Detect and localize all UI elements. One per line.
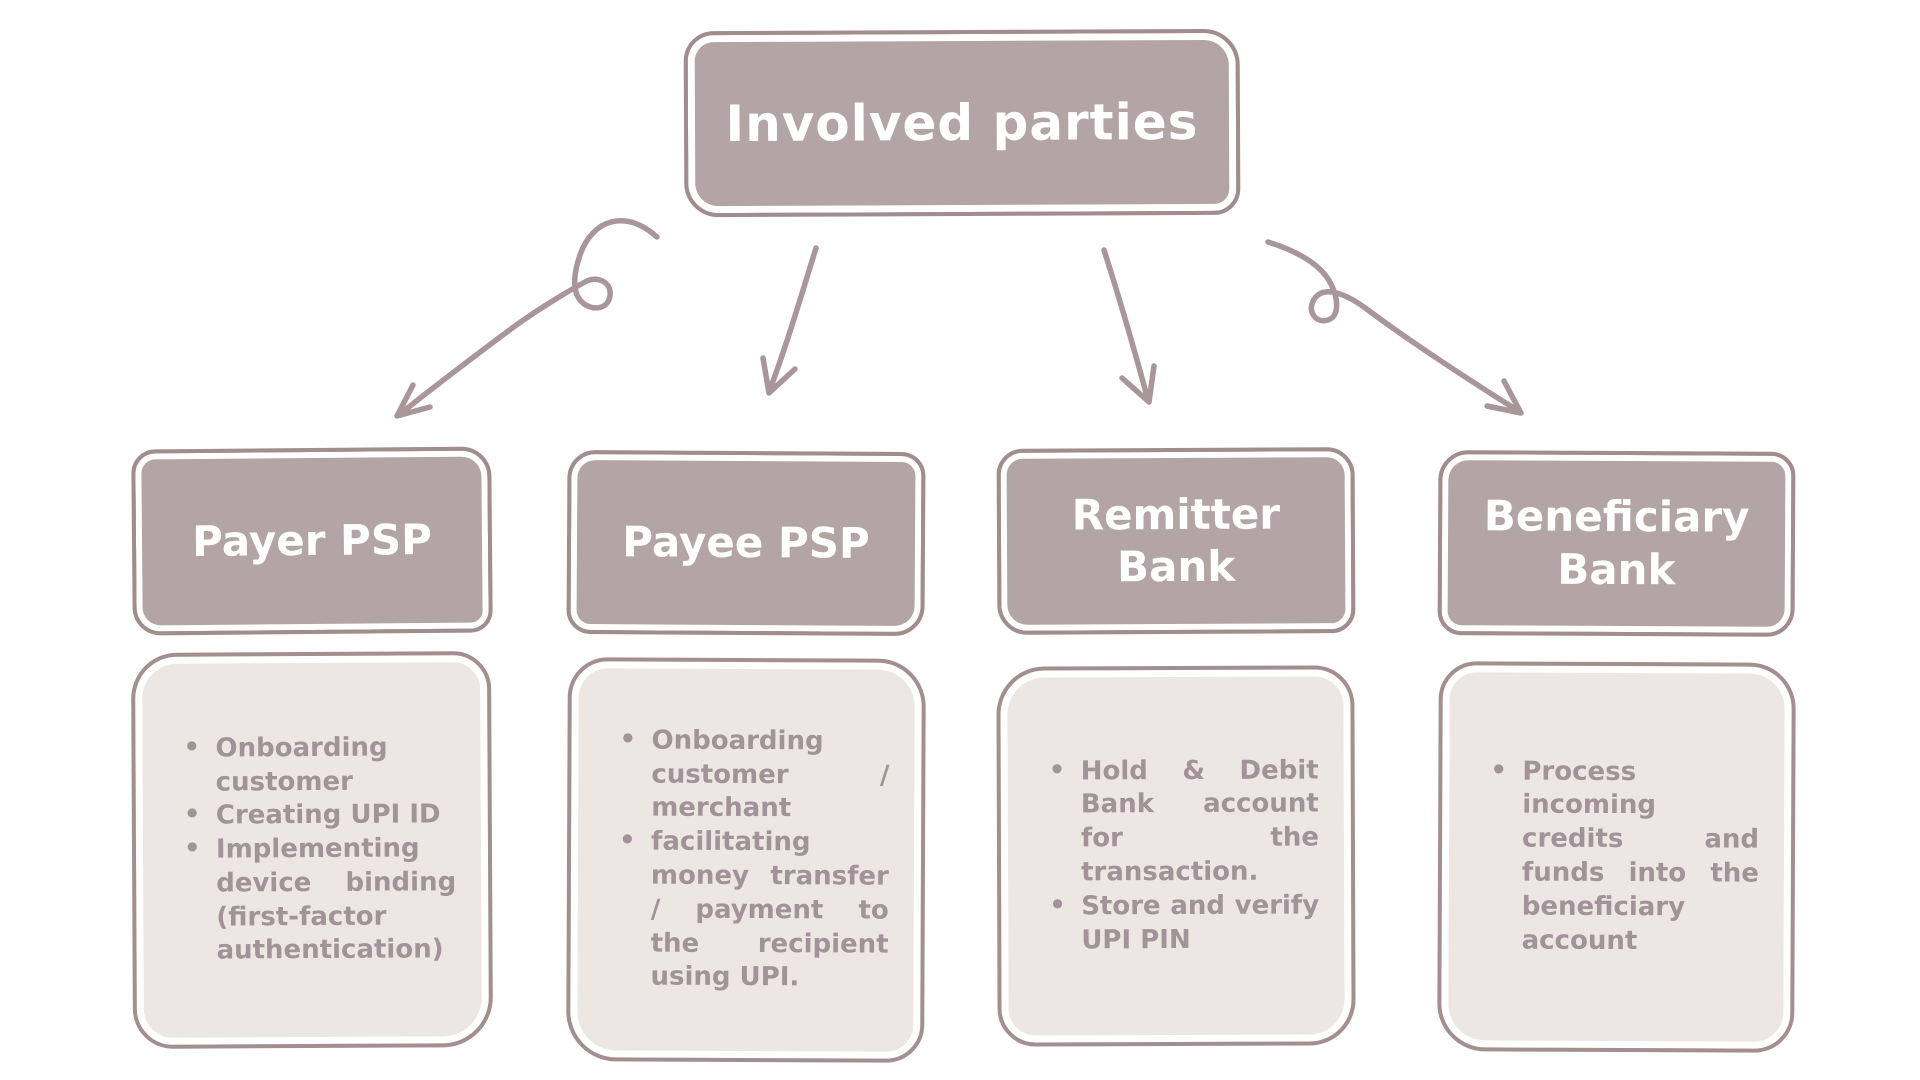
node-payee-psp-details: Onboarding customer / merchantfacilitati… bbox=[566, 657, 926, 1063]
node-header-label: Payer PSP bbox=[191, 514, 433, 566]
bullet-item: Hold & Debit Bank account for the transa… bbox=[1047, 754, 1319, 890]
bullet-item: Onboarding customer / merchant bbox=[617, 724, 889, 827]
bullet-item: Onboarding customer bbox=[181, 731, 455, 800]
node-header-label: Payee PSP bbox=[622, 516, 870, 568]
node-remitter-bank: Remitter Bank bbox=[996, 447, 1356, 635]
bullet-item: Implementing device binding (first-facto… bbox=[182, 832, 457, 969]
node-remitter-bank-details: Hold & Debit Bank account for the transa… bbox=[996, 665, 1356, 1047]
node-payee-psp: Payee PSP bbox=[566, 449, 926, 637]
arrow-to-payer-psp bbox=[394, 218, 660, 419]
arrow-to-remitter-bank bbox=[1101, 247, 1157, 405]
bullet-item: Creating UPI ID bbox=[182, 799, 456, 834]
arrow-to-beneficiary-bank bbox=[1265, 239, 1524, 416]
node-payer-psp-details: Onboarding customerCreating UPI IDImplem… bbox=[130, 651, 494, 1049]
node-payer-psp: Payer PSP bbox=[131, 446, 493, 636]
node-header-label: Beneficiary Bank bbox=[1483, 491, 1750, 594]
bullet-item: Process incoming credits and funds into … bbox=[1488, 755, 1760, 959]
bullet-item: facilitating money transfer / payment to… bbox=[616, 826, 889, 996]
node-involved-parties: Involved parties bbox=[683, 28, 1241, 218]
bullet-list-payer-psp: Onboarding customerCreating UPI IDImplem… bbox=[181, 731, 456, 969]
node-header-label: Remitter Bank bbox=[1071, 488, 1281, 592]
bullet-list-payee-psp: Onboarding customer / merchantfacilitati… bbox=[616, 724, 889, 996]
bullet-item: Store and verify UPI PIN bbox=[1047, 889, 1319, 958]
bullet-list-remitter-bank: Hold & Debit Bank account for the transa… bbox=[1047, 754, 1320, 958]
diagram-title: Involved parties bbox=[725, 92, 1199, 154]
node-beneficiary-bank-details: Process incoming credits and funds into … bbox=[1437, 661, 1796, 1053]
bullet-list-beneficiary-bank: Process incoming credits and funds into … bbox=[1488, 755, 1760, 959]
node-beneficiary-bank: Beneficiary Bank bbox=[1437, 450, 1796, 637]
arrow-to-payee-psp bbox=[760, 245, 819, 396]
